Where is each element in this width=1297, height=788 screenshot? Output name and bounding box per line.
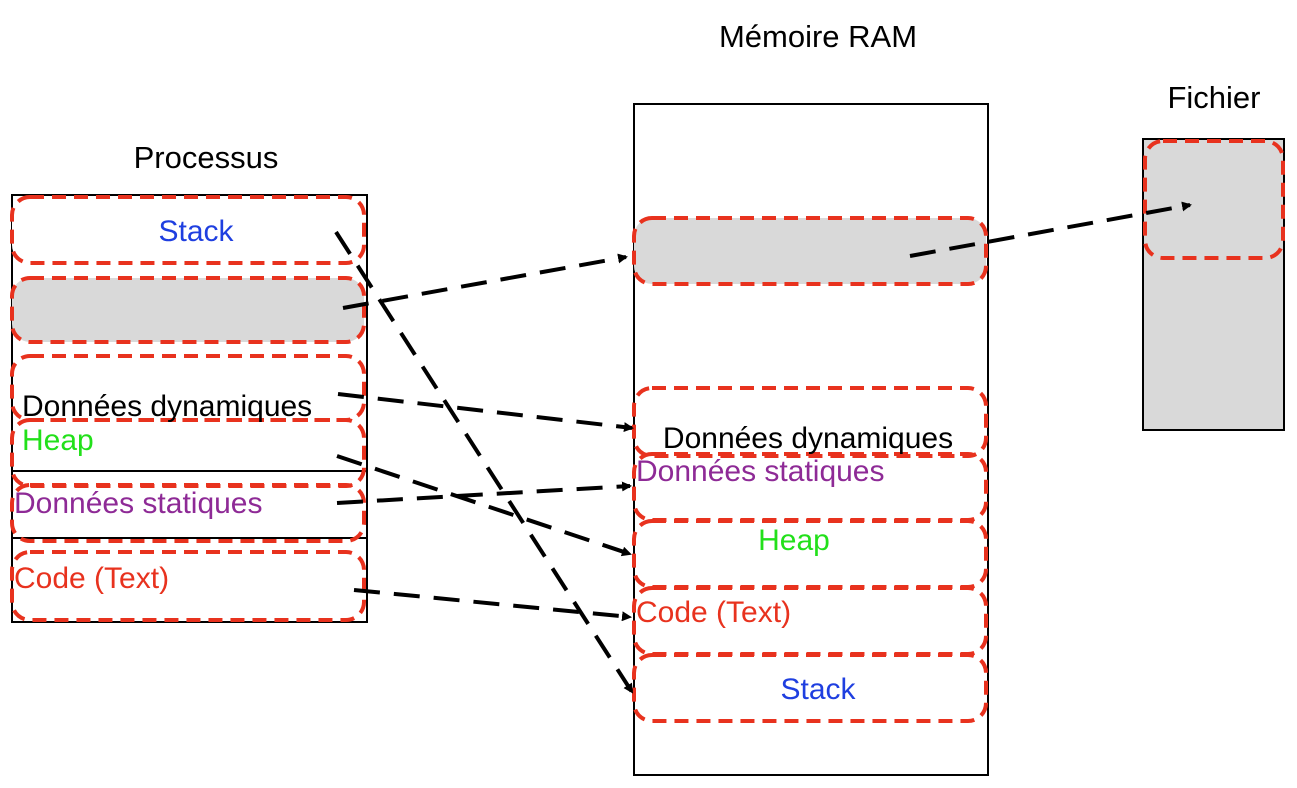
- proc-static-segment: [10, 483, 366, 543]
- mem-code-label: Code (Text): [636, 596, 791, 629]
- arrow-dynamic: [337, 392, 634, 433]
- proc-static-label: Données statiques: [14, 487, 263, 520]
- arrow-stack: [334, 230, 634, 694]
- memoire-title: Mémoire RAM: [719, 19, 917, 54]
- arrow-mapped-to-ram: [342, 253, 628, 310]
- memoire-box: Données dynamiques Données statiques Hea…: [632, 103, 989, 776]
- memoire-outline: [633, 103, 989, 776]
- proc-heap-label: Heap: [22, 424, 94, 457]
- proc-code-label: Code (Text): [14, 562, 169, 595]
- mem-heap-label: Heap: [758, 524, 830, 557]
- mem-stack-label: Stack: [780, 673, 856, 706]
- mem-dynamic-label: Données dynamiques: [663, 422, 953, 455]
- arrow-heap: [336, 454, 632, 557]
- fichier-mapped-segment: [1143, 139, 1285, 260]
- proc-stack-label: Stack: [158, 215, 234, 248]
- mem-static-label: Données statiques: [636, 455, 885, 488]
- proc-code-segment: [10, 550, 366, 622]
- processus-title: Processus: [134, 140, 279, 175]
- arrow-ram-to-fichier: [909, 201, 1192, 258]
- fichier-box: [1142, 138, 1285, 431]
- processus-box: Stack Données dynamiques Heap Données st…: [10, 194, 368, 623]
- proc-dynamic-label: Données dynamiques: [22, 390, 312, 423]
- fichier-title: Fichier: [1167, 80, 1260, 115]
- proc-stack-segment: [10, 195, 366, 265]
- arrow-code: [353, 588, 632, 622]
- proc-mapped-segment: [10, 276, 366, 344]
- mapping-arrows: [334, 201, 1192, 694]
- mem-mapped-segment: [632, 216, 988, 286]
- arrow-static: [336, 481, 632, 505]
- mem-stack-segment: [632, 653, 988, 723]
